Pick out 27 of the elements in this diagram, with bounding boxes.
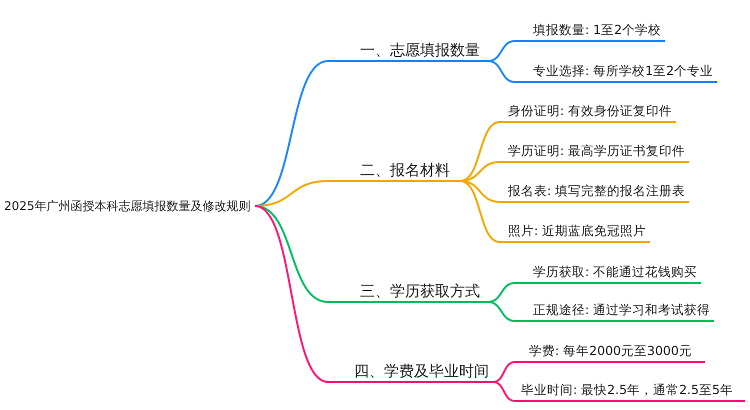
leaf-topic: 毕业时间: 最快2.5年，通常2.5至5年 [515,380,745,402]
branch-connector [254,205,328,383]
leaf-topic: 学费: 每年2000元至3000元 [515,341,705,363]
branch-connector [492,381,516,402]
branch-topic: 二、报名材料 [328,160,460,182]
branch-connector [460,121,500,182]
leaf-topic: 学历获取: 不能通过花钱购买 [515,262,702,284]
branch-connector [460,180,500,203]
branch-topic: 四、学费及毕业时间 [328,361,493,383]
branch-connector [254,60,328,207]
branch-topic: 一、志愿填报数量 [328,40,488,62]
central-topic: 2025年广州函授本科志愿填报数量及修改规则 [4,196,255,216]
branch-connector [460,180,500,243]
leaf-topic: 填报数量: 1至2个学校 [515,20,666,42]
leaf-topic: 身份证明: 有效身份证复印件 [500,101,676,123]
branch-connector [254,205,328,303]
branch-topic: 三、学历获取方式 [328,281,488,303]
branch-connector [492,361,516,383]
branch-connector [488,60,516,83]
branch-connector [488,282,516,303]
leaf-topic: 报名表: 填写完整的报名注册表 [500,181,690,203]
branch-connector [488,40,516,62]
leaf-topic: 正规途径: 通过学习和考试获得 [515,300,714,322]
leaf-topic: 照片: 近期蓝底免冠照片 [500,221,650,243]
leaf-topic: 学历证明: 最高学历证书复印件 [500,141,690,163]
leaf-topic: 专业选择: 每所学校1至2个专业 [515,61,718,83]
branch-connector [488,301,516,322]
